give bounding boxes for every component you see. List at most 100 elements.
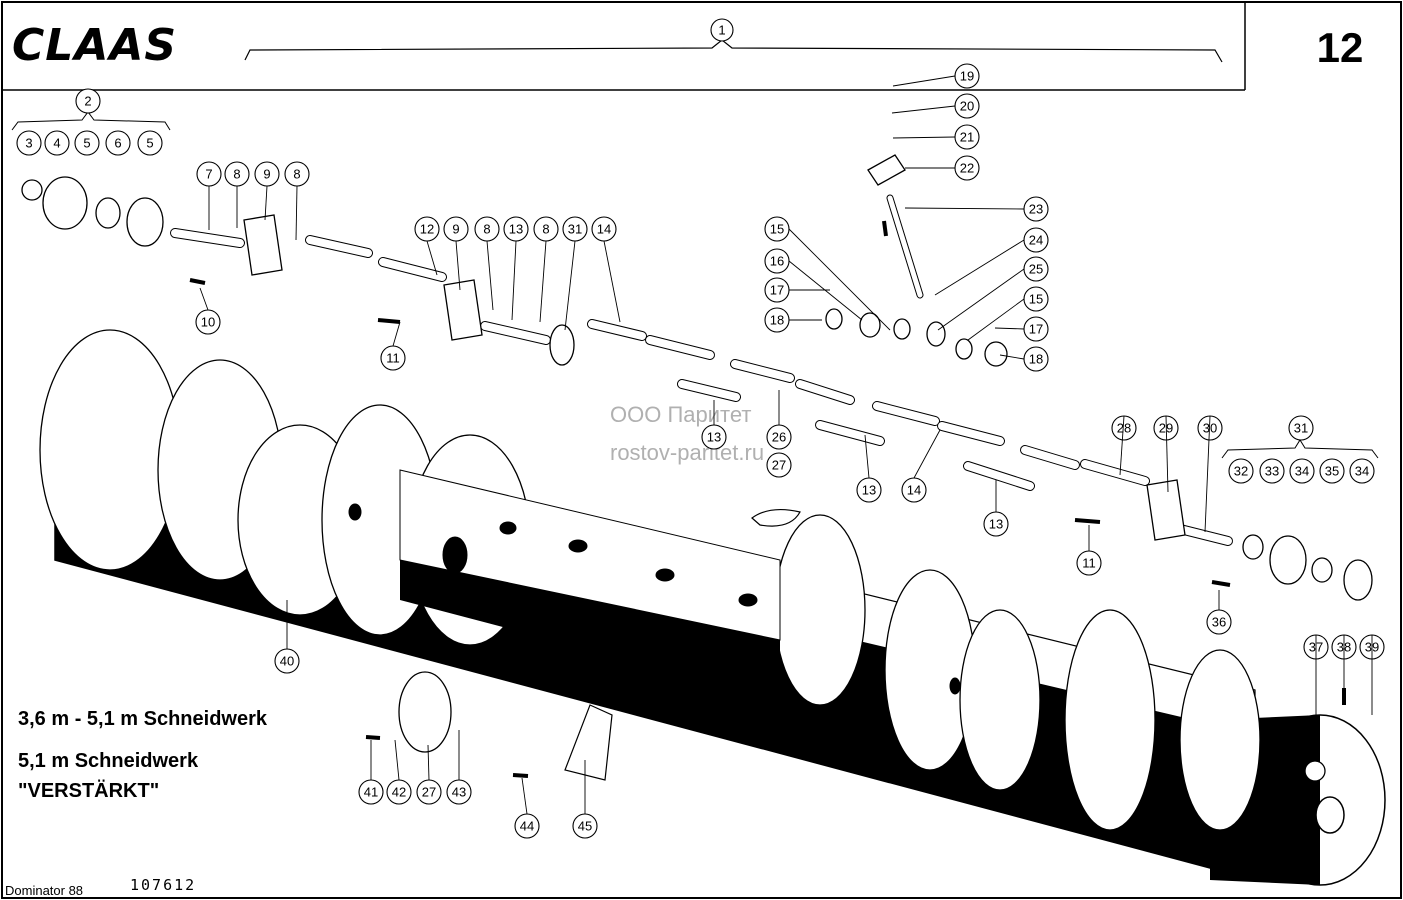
- callout-10: 10: [195, 309, 221, 335]
- shaft-30: [1176, 525, 1232, 545]
- caption-cutterbar-range: 3,6 m - 5,1 m Schneidwerk: [18, 708, 268, 730]
- bracket-arm: [1146, 479, 1186, 541]
- cover-plate-27: [751, 508, 801, 527]
- tube-center-face: [399, 469, 781, 641]
- flight-disc-right: [1179, 649, 1261, 831]
- callout-8: 8: [474, 216, 500, 242]
- watermark-website: rostov-paritet.ru: [610, 440, 764, 465]
- shaft-14c: [731, 360, 794, 382]
- callout-20: 20: [954, 93, 980, 119]
- callout-number: 16: [770, 254, 784, 269]
- callout-12: 12: [414, 216, 440, 242]
- callout-number: 11: [386, 351, 400, 366]
- ring-part: [549, 324, 575, 366]
- callout-number: 15: [1029, 292, 1043, 307]
- bolt-part: [1211, 580, 1231, 587]
- callout-6: 6: [105, 130, 131, 156]
- callout-assembly: 1: [710, 18, 734, 42]
- leader-line: [564, 240, 576, 331]
- callout-14: 14: [591, 216, 617, 242]
- callout-13: 13: [856, 477, 882, 503]
- callout-number: 8: [233, 167, 240, 182]
- callout-34: 34: [1349, 458, 1375, 484]
- callout-number: 5: [83, 136, 90, 151]
- leader-line: [1204, 415, 1211, 533]
- callout-number: 9: [263, 167, 270, 182]
- shaft-12: [379, 258, 446, 281]
- bracket-arm: [443, 279, 483, 341]
- shaft-7: [171, 229, 244, 247]
- ring-part: [42, 176, 88, 230]
- callout-circle: [137, 130, 163, 156]
- leader-line: [392, 321, 401, 347]
- bolt-part: [365, 735, 381, 740]
- callout-35: 35: [1319, 458, 1345, 484]
- ring-part: [126, 197, 164, 247]
- callout-22: 22: [954, 155, 980, 181]
- shaft-28: [1081, 460, 1149, 485]
- callout-13: 13: [701, 424, 727, 450]
- callout-number: 27: [772, 458, 786, 473]
- callout-circle: [75, 88, 101, 114]
- caption-cutterbar-reinforced: 5,1 m Schneidwerk: [18, 750, 199, 772]
- callout-number: 2: [84, 94, 91, 109]
- shaft-14a: [588, 320, 646, 340]
- bolt-part: [882, 220, 888, 237]
- callout-number: 34: [1295, 464, 1309, 479]
- assembly-bracket-31: [1221, 439, 1379, 459]
- callout-13: 13: [983, 511, 1009, 537]
- bolt-part: [512, 773, 529, 778]
- bracket-arm: [243, 214, 283, 276]
- callout-number: 3: [25, 136, 32, 151]
- callout-number: 13: [862, 483, 876, 498]
- leader-line: [967, 298, 1025, 341]
- flight-disc-right: [1064, 609, 1156, 831]
- callout-number: 15: [770, 222, 784, 237]
- flight-disc-right: [959, 609, 1041, 791]
- callout-number: 24: [1029, 233, 1043, 248]
- leader-line: [913, 429, 941, 479]
- shaft-13c: [816, 421, 884, 445]
- callout-number: 33: [1265, 464, 1279, 479]
- callout-circle: [1289, 458, 1315, 484]
- ring-part: [1304, 760, 1326, 782]
- callout-circle: [710, 18, 734, 42]
- callout-33: 33: [1259, 458, 1285, 484]
- leader-line: [892, 136, 956, 139]
- flight-disc-right: [884, 569, 976, 771]
- finger-hole: [568, 539, 588, 553]
- leader-line: [891, 105, 956, 114]
- leader-line: [904, 207, 1025, 210]
- shaft-14f: [938, 422, 1004, 445]
- callout-8: 8: [533, 216, 559, 242]
- claas-logo: CLAAS: [12, 20, 177, 71]
- leader-line: [788, 228, 891, 331]
- callout-9: 9: [254, 161, 280, 187]
- shaft-13d: [964, 462, 1034, 490]
- callout-number: 8: [293, 167, 300, 182]
- callout-number: 14: [597, 222, 611, 237]
- callout-circle: [1228, 458, 1254, 484]
- flight-disc-right: [774, 514, 866, 706]
- callout-circle: [105, 130, 131, 156]
- finger-hole: [499, 521, 517, 535]
- callout-number: 26: [772, 430, 786, 445]
- callout-number: 31: [1294, 421, 1308, 436]
- callout-number: 34: [1355, 464, 1369, 479]
- callout-number: 43: [452, 785, 466, 800]
- callout-number: 31: [568, 222, 582, 237]
- shaft-13b: [678, 380, 740, 401]
- rod-23: [887, 195, 923, 298]
- bolt-part: [377, 318, 401, 324]
- leader-line: [603, 240, 621, 323]
- callout-32: 32: [1228, 458, 1254, 484]
- callout-27: 27: [416, 779, 442, 805]
- bolt-part: [189, 278, 206, 285]
- callout-circle: [766, 452, 792, 478]
- finger-hole: [348, 503, 362, 521]
- callout-number: 13: [707, 430, 721, 445]
- callout-19: 19: [954, 63, 980, 89]
- ring-part: [1343, 559, 1373, 601]
- callout-36: 36: [1206, 609, 1232, 635]
